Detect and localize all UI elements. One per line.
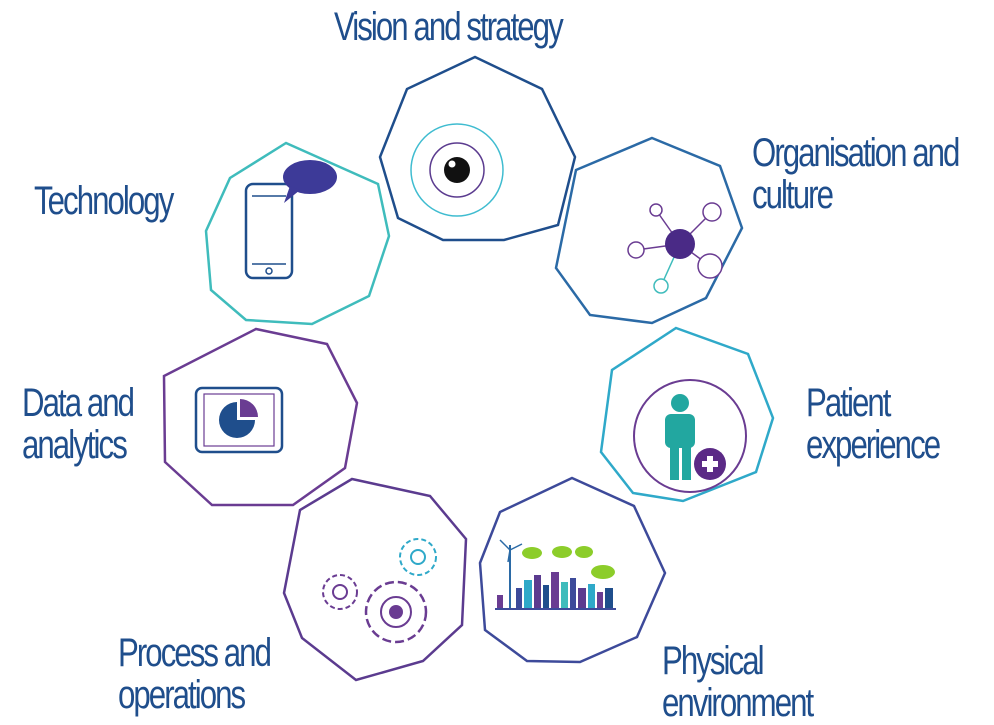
heptagon-vision[interactable]: [378, 55, 577, 242]
patient-plus-icon: [633, 379, 747, 493]
label-patient: Patient experience: [806, 381, 941, 467]
label-organisation: Organisation and culture: [752, 131, 960, 217]
heptagon-process[interactable]: [282, 477, 468, 682]
heptagon-technology[interactable]: [204, 141, 391, 326]
heptagon-patient[interactable]: [599, 326, 775, 503]
label-process: Process and operations: [118, 631, 272, 717]
label-vision: Vision and strategy: [334, 5, 564, 49]
label-physical: Physical environment: [662, 639, 814, 725]
heptagon-physical[interactable]: [478, 476, 667, 664]
heptagon-organisation[interactable]: [554, 136, 744, 325]
gears-icon: [322, 538, 437, 644]
label-data: Data and analytics: [22, 381, 135, 467]
label-technology: Technology: [34, 179, 174, 223]
heptagon-data[interactable]: [162, 327, 359, 507]
network-icon: [627, 202, 723, 294]
city-skyline-icon: [495, 539, 616, 610]
smartphone-chat-icon: [244, 160, 337, 280]
pie-chart-screen-icon: [194, 386, 284, 454]
eye-icon: [410, 123, 504, 217]
